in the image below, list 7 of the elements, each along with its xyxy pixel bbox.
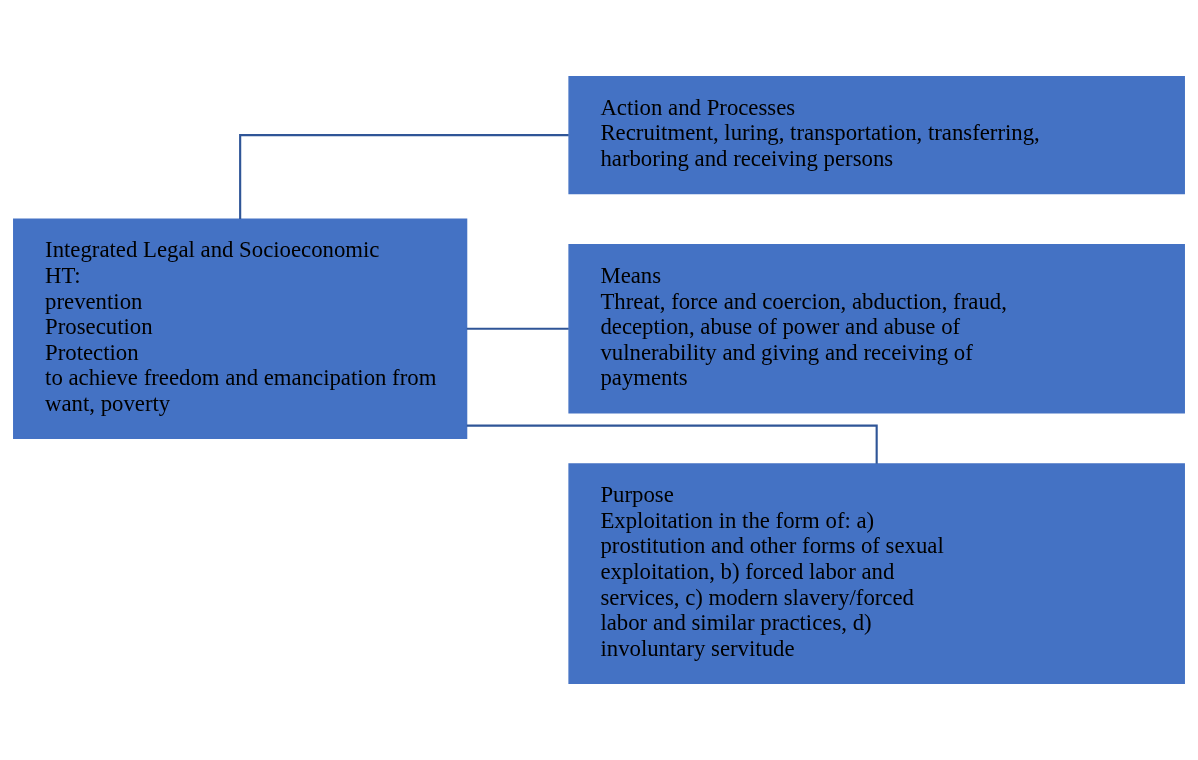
node-box: Purpose Exploitation in the form of: a) prostitution and other forms of sexual exploitation, b) forced labor and services, c) modern slavery/forced labor and similar practices, d) involuntary servitude — [568, 463, 1185, 684]
node-box: Means Threat, force and coercion, abduction, fraud, deception, abuse of power and abuse of vulnerability and giving and receiving of payments — [568, 244, 1185, 414]
node-box: Integrated Legal and Socioeconomic HT: prevention Prosecution Protection to achieve freedom and emancipation from want, poverty — [13, 218, 468, 440]
connector — [466, 424, 878, 464]
node-box: Action and Processes Recruitment, luring, transportation, transferring, harboring and receiving persons — [568, 76, 1185, 195]
connector — [466, 327, 569, 330]
connector — [239, 134, 569, 219]
